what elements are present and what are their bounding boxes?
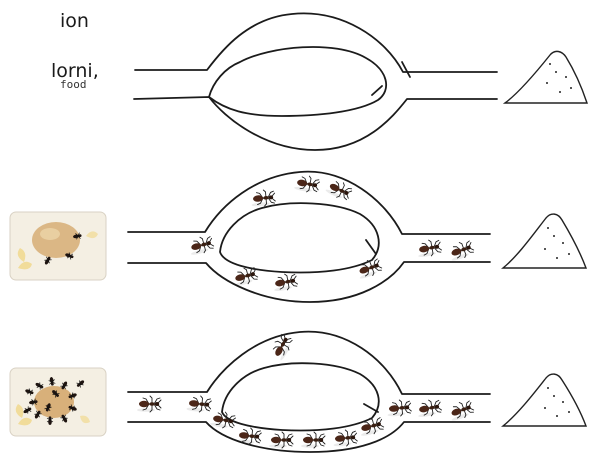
anthill-icon	[501, 213, 588, 269]
ant	[293, 173, 321, 195]
ant	[354, 256, 384, 281]
food-source-photo	[9, 367, 107, 437]
food-label: food	[60, 78, 87, 91]
ant	[356, 414, 386, 438]
panel-exploring	[9, 170, 588, 303]
path-network	[127, 170, 491, 303]
ant	[446, 398, 476, 423]
ant	[300, 431, 326, 449]
ant	[249, 188, 277, 208]
ant	[235, 426, 263, 446]
path-network	[133, 12, 498, 151]
caption-fragment-2: lorni,	[51, 60, 99, 82]
ant	[385, 398, 413, 418]
anthill-icon	[501, 373, 588, 427]
ant	[186, 233, 216, 257]
caption-fragment-1: ion	[60, 10, 89, 32]
path-network	[127, 330, 491, 453]
panel-converged	[9, 330, 588, 453]
ant	[415, 237, 443, 259]
ant	[268, 331, 295, 362]
anthill-icon	[502, 50, 588, 104]
ant	[185, 394, 213, 414]
ant	[136, 395, 162, 413]
ant	[268, 431, 294, 449]
ant	[415, 397, 443, 419]
ant	[271, 271, 299, 293]
panel-start	[133, 12, 588, 151]
ant	[446, 238, 476, 263]
ant-group	[186, 173, 476, 293]
ant	[331, 428, 359, 448]
food-source-photo	[9, 211, 107, 281]
